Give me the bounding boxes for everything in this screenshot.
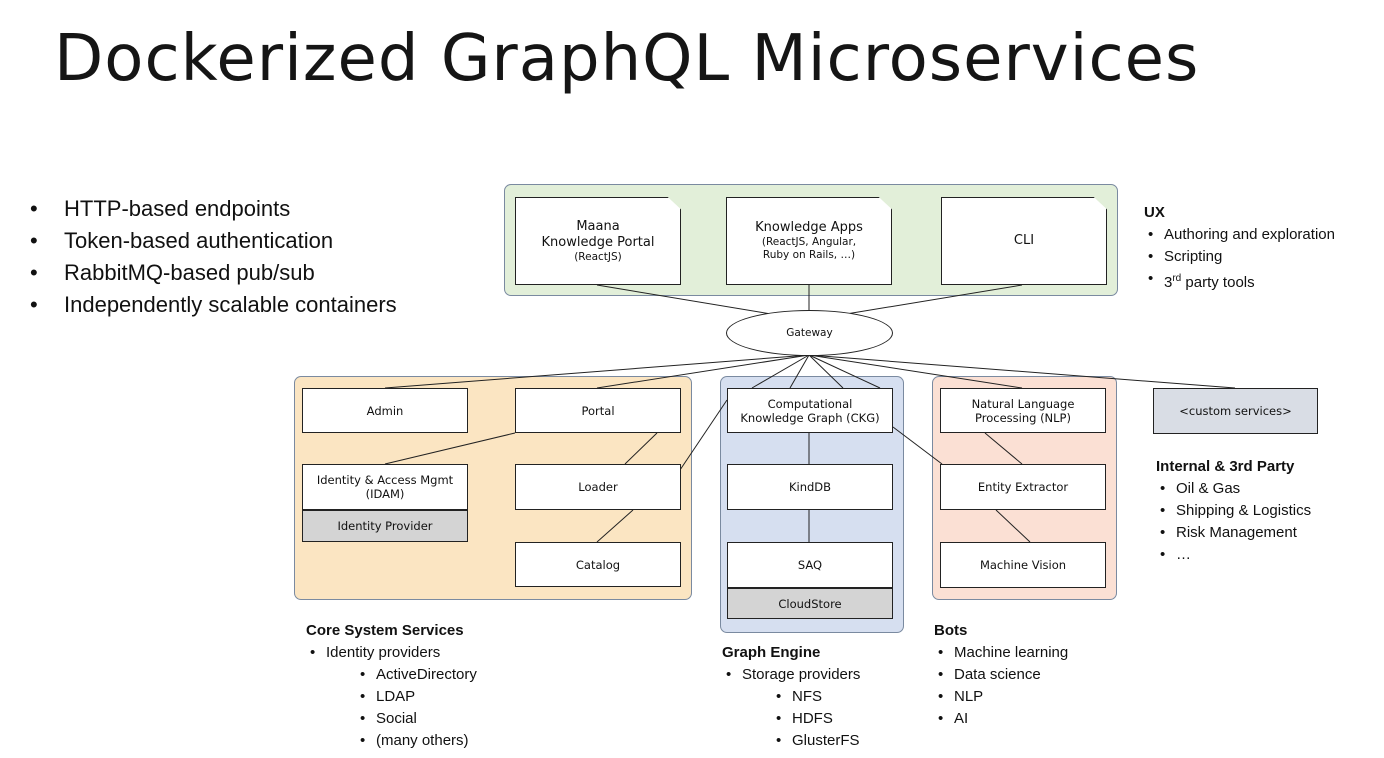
admin-service: Admin (302, 388, 468, 433)
connector-line (384, 432, 516, 465)
ux-legend: UX Authoring and exploration Scripting 3… (1144, 202, 1335, 294)
connector-line (808, 354, 844, 389)
feature-list: HTTP-based endpoints Token-based authent… (30, 193, 397, 321)
legend-item: … (1156, 544, 1311, 566)
custom-services: <custom services> (1153, 388, 1318, 434)
core-legend: Core System Services Identity providers … (306, 620, 477, 752)
bots-legend: Bots Machine learning Data science NLP A… (934, 620, 1068, 730)
internal-legend: Internal & 3rd Party Oil & Gas Shipping … (1156, 456, 1311, 566)
catalog-service: Catalog (515, 542, 681, 587)
legend-heading: UX (1144, 204, 1165, 221)
connector-line (984, 432, 1023, 465)
app-title: Maana Knowledge Portal (541, 218, 655, 250)
connector-line (596, 354, 810, 389)
connector-line (596, 284, 796, 319)
entity-extractor-service: Entity Extractor (940, 464, 1106, 510)
legend-subitem: (many others) (306, 730, 477, 752)
connector-line (751, 354, 810, 389)
feature-item: HTTP-based endpoints (30, 193, 397, 225)
legend-item: Risk Management (1156, 522, 1311, 544)
gateway-node: Gateway (726, 310, 893, 356)
maana-knowledge-portal-app: Maana Knowledge Portal (ReactJS) (515, 197, 681, 285)
app-subtitle: (ReactJS, Angular, Ruby on Rails, …) (761, 236, 857, 261)
legend-heading: Internal & 3rd Party (1156, 458, 1295, 475)
legend-heading: Core System Services (306, 622, 464, 639)
cli-app: CLI (941, 197, 1107, 285)
cloudstore-service: CloudStore (727, 588, 893, 619)
legend-subitem: LDAP (306, 686, 477, 708)
connector-line (808, 354, 881, 389)
connector-line (679, 399, 728, 471)
connector-line (808, 354, 1236, 389)
portal-service: Portal (515, 388, 681, 433)
identity-provider-service: Identity Provider (302, 510, 468, 542)
legend-item-text: party tools (1181, 274, 1255, 291)
connector-line (596, 509, 634, 543)
legend-subitem: Social (306, 708, 477, 730)
legend-heading: Graph Engine (722, 644, 821, 661)
legend-item: AI (934, 708, 1068, 730)
knowledge-apps-app: Knowledge Apps (ReactJS, Angular, Ruby o… (726, 197, 892, 285)
machine-vision-service: Machine Vision (940, 542, 1106, 588)
kinddb-service: KindDB (727, 464, 893, 510)
legend-item-text: 3 (1164, 274, 1173, 291)
legend-subitem: ActiveDirectory (306, 664, 477, 686)
legend-item: Oil & Gas (1156, 478, 1311, 500)
page-title: Dockerized GraphQL Microservices (54, 22, 1200, 96)
legend-heading: Bots (934, 622, 968, 639)
connector-line (892, 426, 943, 465)
feature-item: RabbitMQ-based pub/sub (30, 257, 397, 289)
legend-subitem: GlusterFS (722, 730, 860, 752)
legend-subitem: HDFS (722, 708, 860, 730)
legend-item: Scripting (1144, 246, 1335, 268)
legend-item: Shipping & Logistics (1156, 500, 1311, 522)
connector-line (821, 284, 1023, 319)
legend-item: Identity providers (306, 642, 477, 664)
legend-item: Storage providers (722, 664, 860, 686)
idam-service: Identity & Access Mgmt (IDAM) (302, 464, 468, 510)
legend-item: 3rd party tools (1144, 268, 1335, 294)
graph-legend: Graph Engine Storage providers NFS HDFS … (722, 642, 860, 752)
app-subtitle: (ReactJS) (574, 250, 622, 263)
legend-item: Data science (934, 664, 1068, 686)
connector-line (808, 354, 1023, 389)
nlp-service: Natural Language Processing (NLP) (940, 388, 1106, 433)
connector-line (789, 354, 810, 389)
legend-subitem: NFS (722, 686, 860, 708)
connector-line (995, 509, 1031, 543)
connector-line (624, 432, 658, 465)
ckg-service: Computational Knowledge Graph (CKG) (727, 388, 893, 433)
legend-item: Machine learning (934, 642, 1068, 664)
loader-service: Loader (515, 464, 681, 510)
feature-item: Independently scalable containers (30, 289, 397, 321)
legend-item: Authoring and exploration (1144, 224, 1335, 246)
connector-line (384, 354, 810, 389)
app-title: CLI (1013, 233, 1035, 248)
legend-item: NLP (934, 686, 1068, 708)
feature-item: Token-based authentication (30, 225, 397, 257)
saq-service: SAQ (727, 542, 893, 588)
app-title: Knowledge Apps (755, 220, 863, 235)
legend-item-superscript: rd (1172, 273, 1182, 284)
